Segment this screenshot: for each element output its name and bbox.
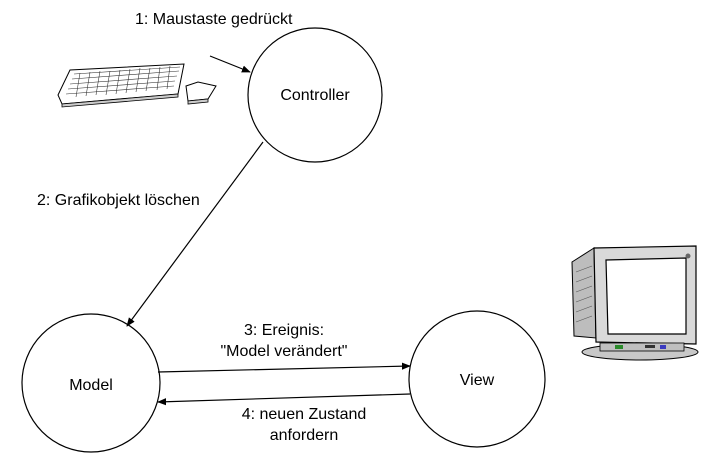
model-label: Model [69, 377, 113, 394]
step4-label-line1: 4: neuen Zustand [242, 406, 367, 423]
step3-label-line2: "Model verändert" [221, 343, 348, 360]
keyboard-mouse-icon [57, 63, 217, 108]
view-node: View [408, 310, 546, 448]
arrow-input-to-controller [209, 55, 251, 73]
arrow-controller-to-model [126, 141, 264, 327]
step2-label: 2: Grafikobjekt löschen [37, 192, 200, 209]
view-label: View [460, 372, 495, 389]
model-node: Model [21, 313, 161, 453]
step4-label-line2: anfordern [270, 427, 339, 444]
controller-node: Controller [247, 27, 383, 163]
controller-label: Controller [280, 87, 350, 104]
step3-label-line1: 3: Ereignis: [244, 322, 324, 339]
arrow-model-to-view [157, 362, 411, 373]
step1-label: 1: Maustaste gedrückt [135, 11, 293, 28]
crt-monitor-icon [571, 245, 699, 361]
arrow-view-to-model [157, 393, 411, 406]
